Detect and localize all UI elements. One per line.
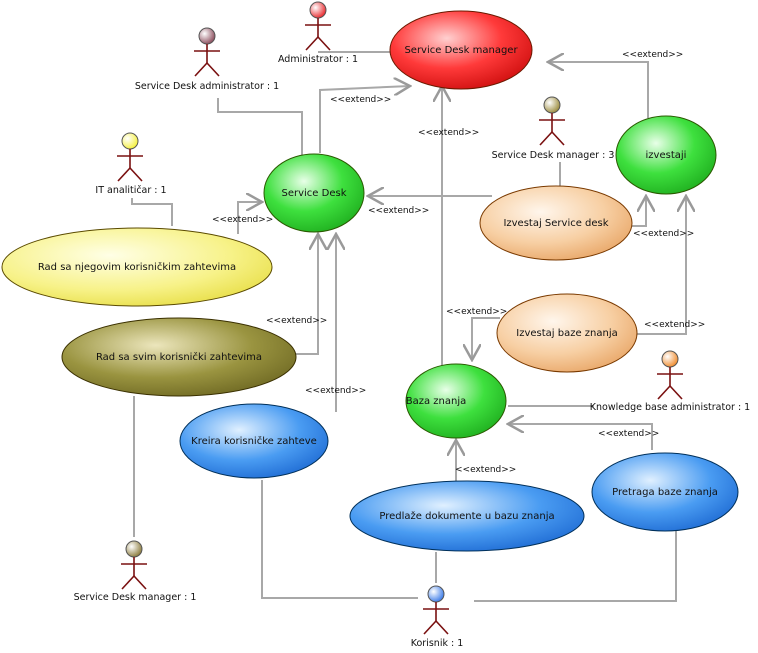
assoc-korisnik-kreira [261, 480, 418, 599]
actor-label: IT analitičar : 1 [95, 185, 166, 196]
actor-leg [435, 620, 449, 635]
extend-label: <<extend>> [446, 307, 507, 317]
use-case-izvestaj-service-desk[interactable]: Izvestaj Service desk [479, 185, 633, 261]
use-case-izvestaj-baze[interactable]: Izvestaj baze znanja [496, 293, 638, 373]
use-case-service-desk[interactable]: Service Desk [263, 153, 365, 233]
extend-label: <<extend>> [598, 429, 659, 439]
actor-leg [317, 36, 331, 51]
use-case-label: izvestaji [646, 150, 687, 161]
actor-label: Administrator : 1 [278, 54, 358, 65]
actor-head [309, 1, 327, 19]
extend-label: <<extend>> [330, 95, 391, 105]
actor-leg [657, 385, 671, 400]
use-case-label: Rad sa njegovim korisničkim zahtevima [38, 261, 236, 273]
actor-leg [206, 62, 220, 77]
actor-head [198, 27, 216, 45]
use-case-izvestaji[interactable]: izvestaji [615, 115, 717, 195]
actor-korisnik[interactable] [423, 585, 449, 635]
actor-label: Service Desk manager : 3 [492, 150, 615, 161]
extend-label: <<extend>> [368, 206, 429, 216]
use-case-label: Rad sa svim korisnički zahtevima [96, 351, 262, 363]
actor-leg [117, 167, 131, 182]
assoc-sdadmin-servicedesk [217, 98, 303, 155]
use-case-label: Izvestaj Service desk [503, 218, 608, 229]
use-case-service-desk-manager[interactable]: Service Desk manager [389, 10, 533, 90]
extend-label: <<extend>> [455, 465, 516, 475]
actor-service-desk-manager-1[interactable] [121, 540, 147, 590]
actor-leg [129, 167, 143, 182]
assoc-korisnik-pretraga [474, 530, 677, 602]
use-case-label: Service Desk manager [404, 45, 518, 56]
actor-label: Korisnik : 1 [411, 638, 464, 649]
actor-head [125, 540, 143, 558]
use-case-label: Kreira korisničke zahteve [191, 435, 317, 447]
actor-head [121, 132, 139, 150]
extend-label: <<extend>> [644, 320, 705, 330]
extend-label: <<extend>> [418, 128, 479, 138]
extend-izvestaji-to-sdmanager [548, 62, 649, 118]
actor-leg [121, 575, 135, 590]
actor-service-desk-administrator[interactable] [194, 27, 220, 77]
extend-label: <<extend>> [266, 316, 327, 326]
use-case-predlaze[interactable]: Predlaže dokumente u bazu znanja [349, 480, 585, 552]
extend-label: <<extend>> [622, 50, 683, 60]
actor-it-analiticar[interactable] [117, 132, 143, 182]
use-case-label: Predlaže dokumente u bazu znanja [379, 510, 554, 522]
use-case-label: Service Desk [282, 188, 347, 199]
extend-servicedesk-to-sdmanager [319, 86, 410, 153]
actor-labels: Administrator : 1 Service Desk administr… [74, 54, 751, 649]
use-case-rad-svim[interactable]: Rad sa svim korisnički zahtevima [61, 317, 297, 397]
extend-pretraga-to-bazaznanja [508, 424, 653, 450]
extend-izvestajbaze-to-izvestaji [634, 196, 686, 335]
extend-arrows [237, 62, 686, 484]
extend-izvestajsd-to-izvestaji [630, 196, 646, 227]
actor-leg [551, 131, 565, 146]
use-case-label: Pretraga baze znanja [612, 487, 718, 498]
extend-radnjegovim-to-servicedesk [237, 202, 262, 234]
actor-leg [539, 131, 553, 146]
use-case-kreira[interactable]: Kreira korisničke zahteve [179, 403, 329, 479]
actor-leg [133, 575, 147, 590]
extend-label: <<extend>> [212, 215, 273, 225]
use-case-pretraga[interactable]: Pretraga baze znanja [591, 452, 739, 532]
actor-leg [305, 36, 319, 51]
extend-izvestajbaze-to-bazaznanja [472, 317, 500, 360]
use-case-baza-znanja[interactable]: Baza znanja [405, 363, 507, 439]
actor-head [543, 96, 561, 114]
actor-label: Service Desk manager : 1 [74, 592, 197, 603]
use-case-label: Izvestaj baze znanja [516, 328, 618, 339]
actor-administrator[interactable] [305, 1, 331, 51]
actor-leg [423, 620, 437, 635]
extend-label: <<extend>> [633, 229, 694, 239]
actor-head [427, 585, 445, 603]
associations [131, 51, 677, 602]
actor-head [661, 350, 679, 368]
assoc-itanaliticar-radnjegovim [131, 198, 173, 226]
extend-radsvim-to-servicedesk [296, 234, 318, 355]
use-case-label: Baza znanja [406, 396, 467, 407]
use-case-rad-njegovim[interactable]: Rad sa njegovim korisničkim zahtevima [1, 227, 273, 307]
actor-leg [194, 62, 208, 77]
extend-labels: <<extend>> <<extend>> <<extend>> <<exten… [212, 50, 705, 475]
actor-service-desk-manager-3[interactable] [539, 96, 565, 146]
actor-label: Service Desk administrator : 1 [135, 81, 279, 92]
actor-label: Knowledge base administrator : 1 [590, 402, 750, 413]
actor-leg [669, 385, 683, 400]
actor-knowledge-base-administrator[interactable] [657, 350, 683, 400]
extend-label: <<extend>> [305, 386, 366, 396]
